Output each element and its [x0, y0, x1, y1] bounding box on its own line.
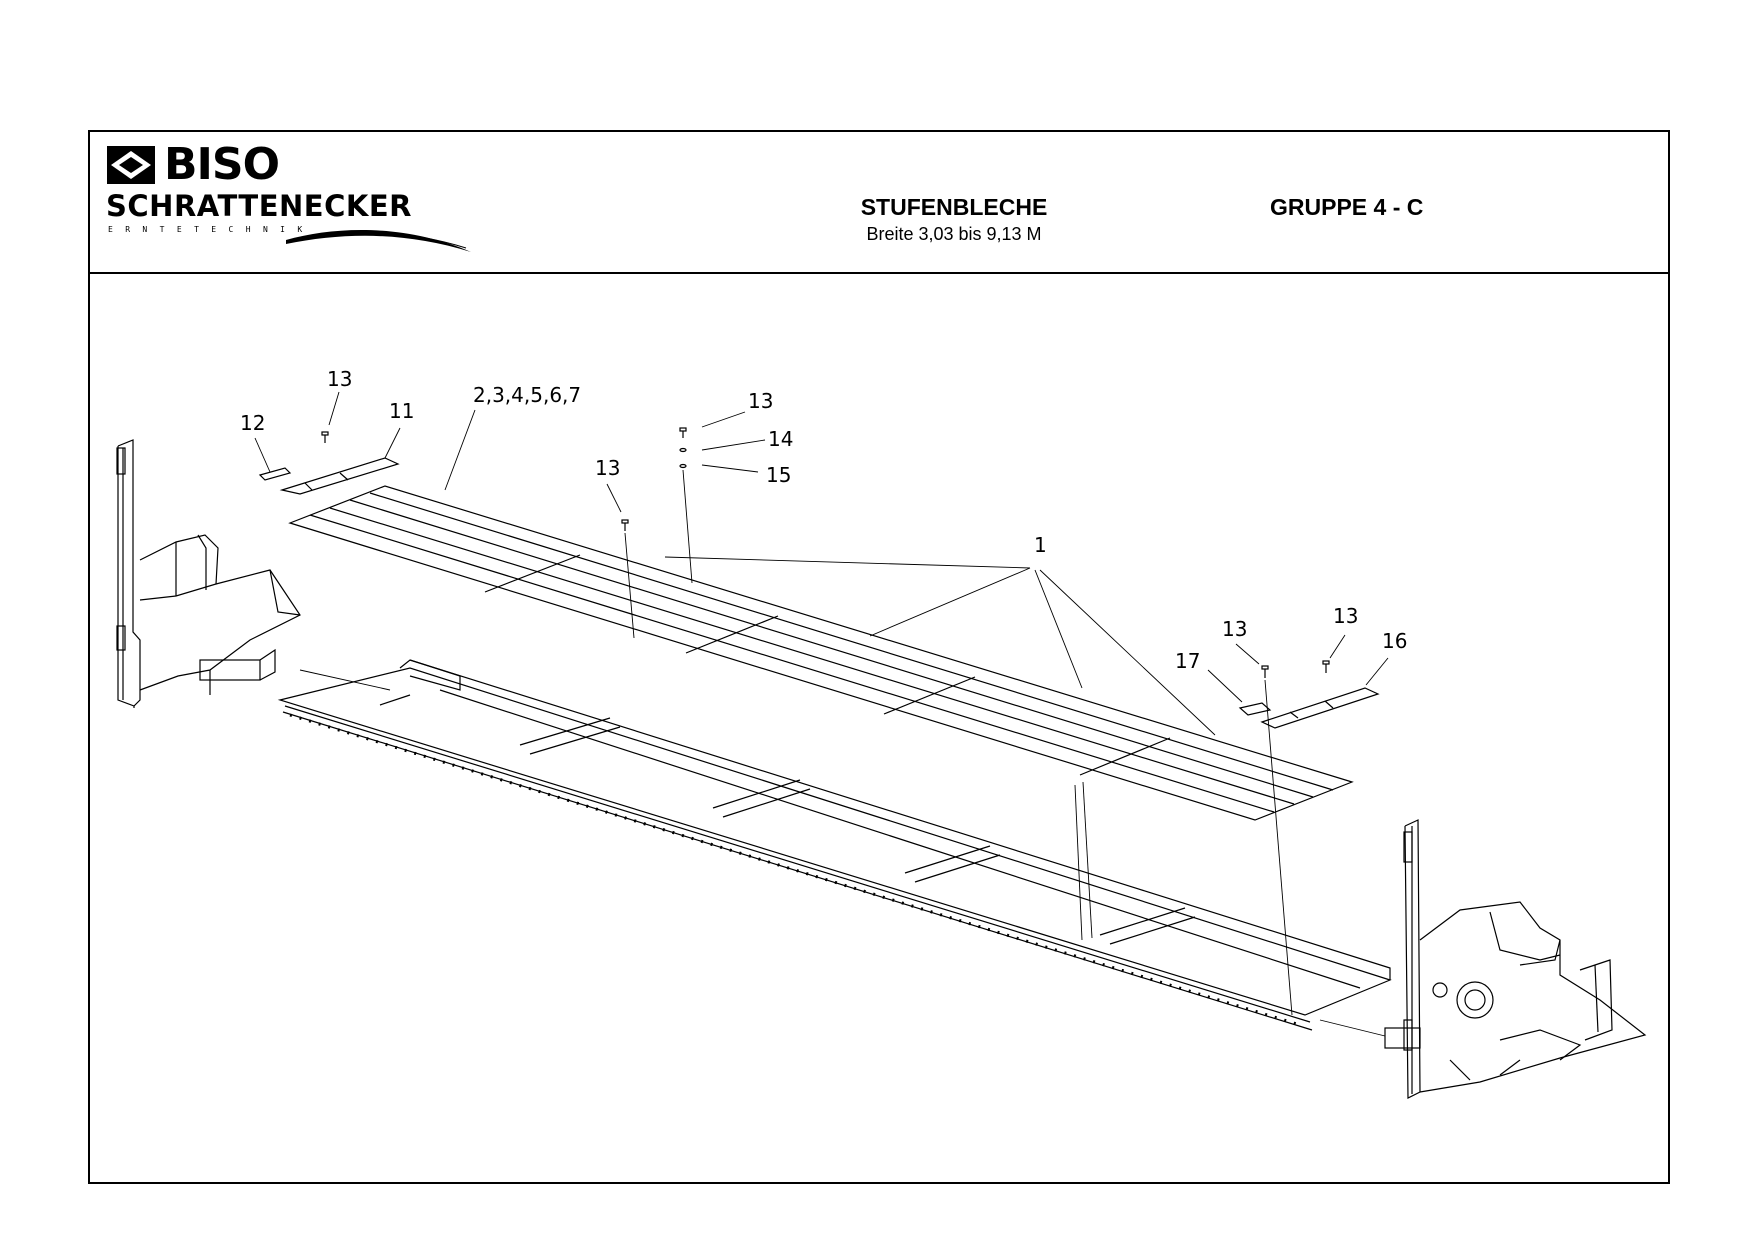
knife-rivets	[289, 713, 1301, 1027]
title-block: BISO SCHRATTENECKER ERNTETECHNIK STUFENB…	[90, 132, 1668, 274]
assembly-lines	[299, 469, 1386, 1037]
callout-15: 15	[766, 463, 791, 487]
callout-13-c: 13	[595, 456, 620, 480]
company-logo: BISO SCHRATTENECKER ERNTETECHNIK	[106, 139, 471, 260]
logo-brand-name: SCHRATTENECKER	[106, 189, 412, 223]
logo-brand-sub: ERNTETECHNIK	[108, 225, 315, 234]
callout-13-e: 13	[1333, 604, 1358, 628]
screw-13-left	[321, 431, 329, 443]
drawing-frame: BISO SCHRATTENECKER ERNTETECHNIK STUFENB…	[88, 130, 1670, 1184]
group-label: GRUPPE 4 - C	[1270, 194, 1424, 220]
callout-2-7: 2,3,4,5,6,7	[473, 383, 581, 407]
page-subtitle: Breite 3,03 bis 9,13 M	[866, 224, 1042, 244]
left-side-wall	[116, 439, 301, 708]
screw-13-center	[679, 427, 687, 469]
callout-13-d: 13	[1222, 617, 1247, 641]
callout-13-b: 13	[748, 389, 773, 413]
plate-11	[279, 457, 400, 495]
lower-frame	[277, 659, 1392, 1031]
swoosh-icon	[286, 230, 471, 252]
screw-13-mid	[621, 519, 629, 531]
screw-13-right-b	[1322, 660, 1330, 673]
callout-17: 17	[1175, 649, 1200, 673]
callout-14: 14	[768, 427, 793, 451]
page-title: STUFENBLECHE	[860, 194, 1048, 220]
logo-top-row: BISO	[106, 139, 280, 190]
plate-17	[1238, 702, 1272, 716]
right-side-wall	[1384, 819, 1647, 1099]
callout-labels: 13 12 11 2,3,4,5,6,7 13 14 15 13 1 13 13…	[240, 367, 1407, 673]
plate-12	[258, 467, 292, 481]
plate-16	[1260, 687, 1380, 729]
diamond-logo-icon	[107, 146, 155, 184]
logo-brand-top: BISO	[164, 139, 280, 190]
callout-13-a: 13	[327, 367, 352, 391]
leader-lines	[254, 391, 1389, 736]
callout-1: 1	[1034, 533, 1047, 557]
callout-16: 16	[1382, 629, 1407, 653]
step-sheets-upper	[288, 485, 1354, 821]
callout-11: 11	[389, 399, 414, 423]
callout-12: 12	[240, 411, 265, 435]
screw-13-right-a	[1261, 665, 1269, 678]
